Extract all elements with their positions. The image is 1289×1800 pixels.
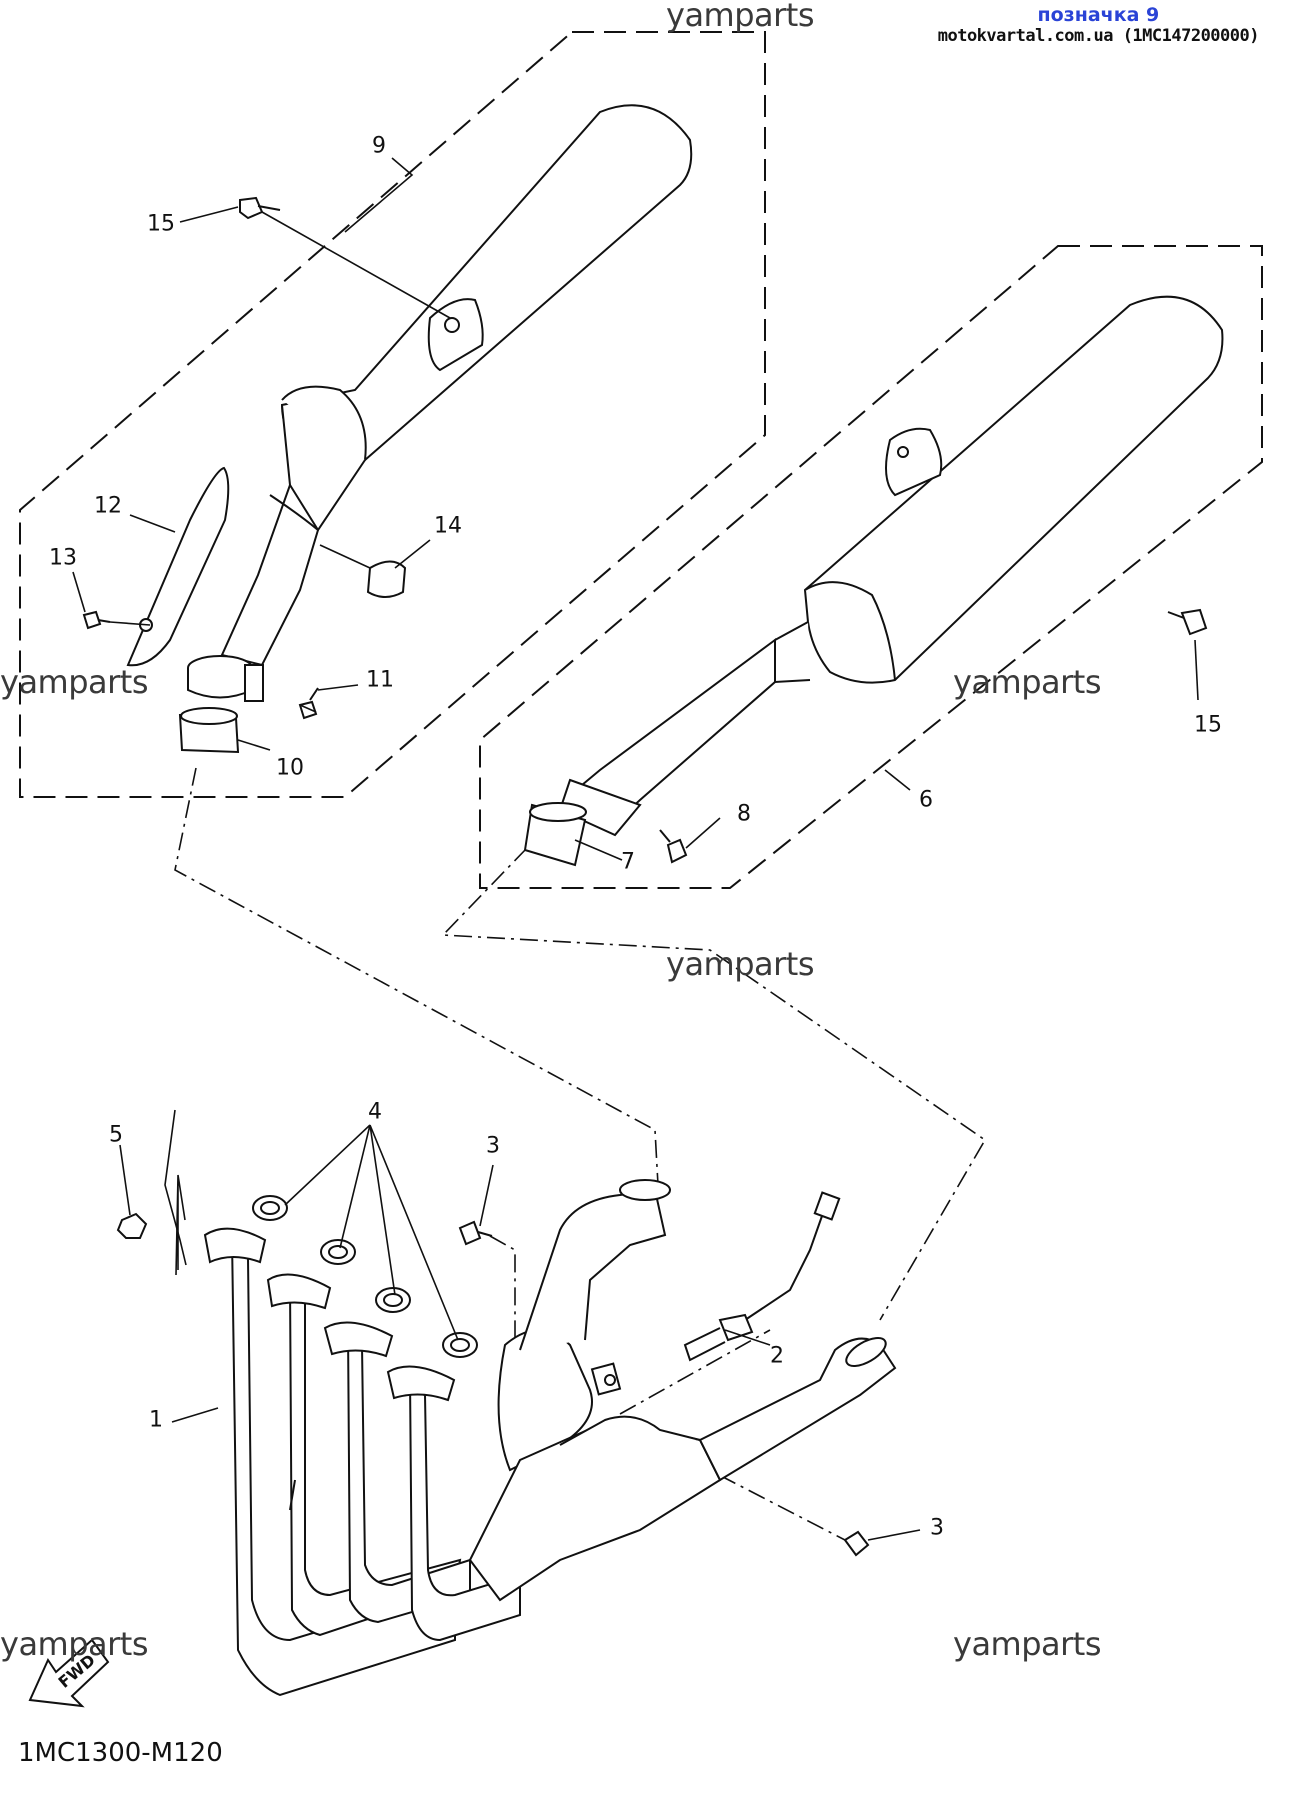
right-bolt-8 [659,829,688,864]
right-bolt-15 [1167,608,1208,636]
bolt-3-reference-line [689,1459,846,1541]
callout-6: 6 [919,787,933,813]
callout-14: 14 [434,513,462,539]
watermark: yamparts [666,945,815,983]
left-muffler-group-box [19,31,766,798]
right-gasket-7 [523,802,587,867]
sensor-reference-line [619,1329,771,1415]
left-bracket-14 [366,560,407,598]
callout-15: 15 [1194,712,1222,738]
nut-5 [116,1212,148,1239]
right-muffler [568,295,1224,830]
callout-15: 15 [147,211,175,237]
exhaust-header-1 [203,1179,897,1697]
watermark: yamparts [953,663,1102,701]
callout-8: 8 [737,801,751,827]
callout-3: 3 [486,1133,500,1159]
right-clamp [558,778,642,837]
watermark: yamparts [666,0,815,34]
bolt-3-bottom [843,1530,870,1557]
left-heat-shield-12 [126,466,230,667]
sensor-2 [683,1191,841,1362]
gaskets-4 [252,1195,478,1358]
callout-9: 9 [372,133,386,159]
left-pipe-reference-line [174,767,659,1186]
leader-lines [72,157,1199,1541]
gasket-leader [175,1174,186,1276]
callout-7: 7 [621,849,635,875]
left-bolt-15 [239,196,281,220]
callout-5: 5 [109,1122,123,1148]
left-clamp [187,655,264,702]
watermark: yamparts [953,1625,1102,1663]
watermark: yamparts [0,663,149,701]
bolt-3-top-reference-line [489,1235,516,1355]
bolt-3-top [458,1220,493,1246]
left-muffler [220,104,693,667]
callout-10: 10 [276,755,304,781]
right-muffler-group-box [479,245,1263,889]
callout-11: 11 [366,667,394,693]
callout-13: 13 [49,545,77,571]
callout-1: 1 [149,1407,163,1433]
callout-2: 2 [770,1343,784,1369]
left-bolt-13 [82,610,111,630]
callout-3: 3 [930,1515,944,1541]
header-title[interactable]: позначка 9 [1037,4,1160,26]
right-pipe-reference-line [441,847,987,1321]
callout-12: 12 [94,493,122,519]
callout-4: 4 [368,1099,382,1125]
left-bolt-11 [298,687,319,720]
left-gasket-10 [178,707,240,754]
diagram-code: 1MC1300-M120 [18,1738,223,1768]
watermark: yamparts [0,1625,149,1663]
header: позначка 9 motokvartal.com.ua (1MC147200… [937,4,1260,46]
header-source[interactable]: motokvartal.com.ua (1MC147200000) [937,26,1260,46]
